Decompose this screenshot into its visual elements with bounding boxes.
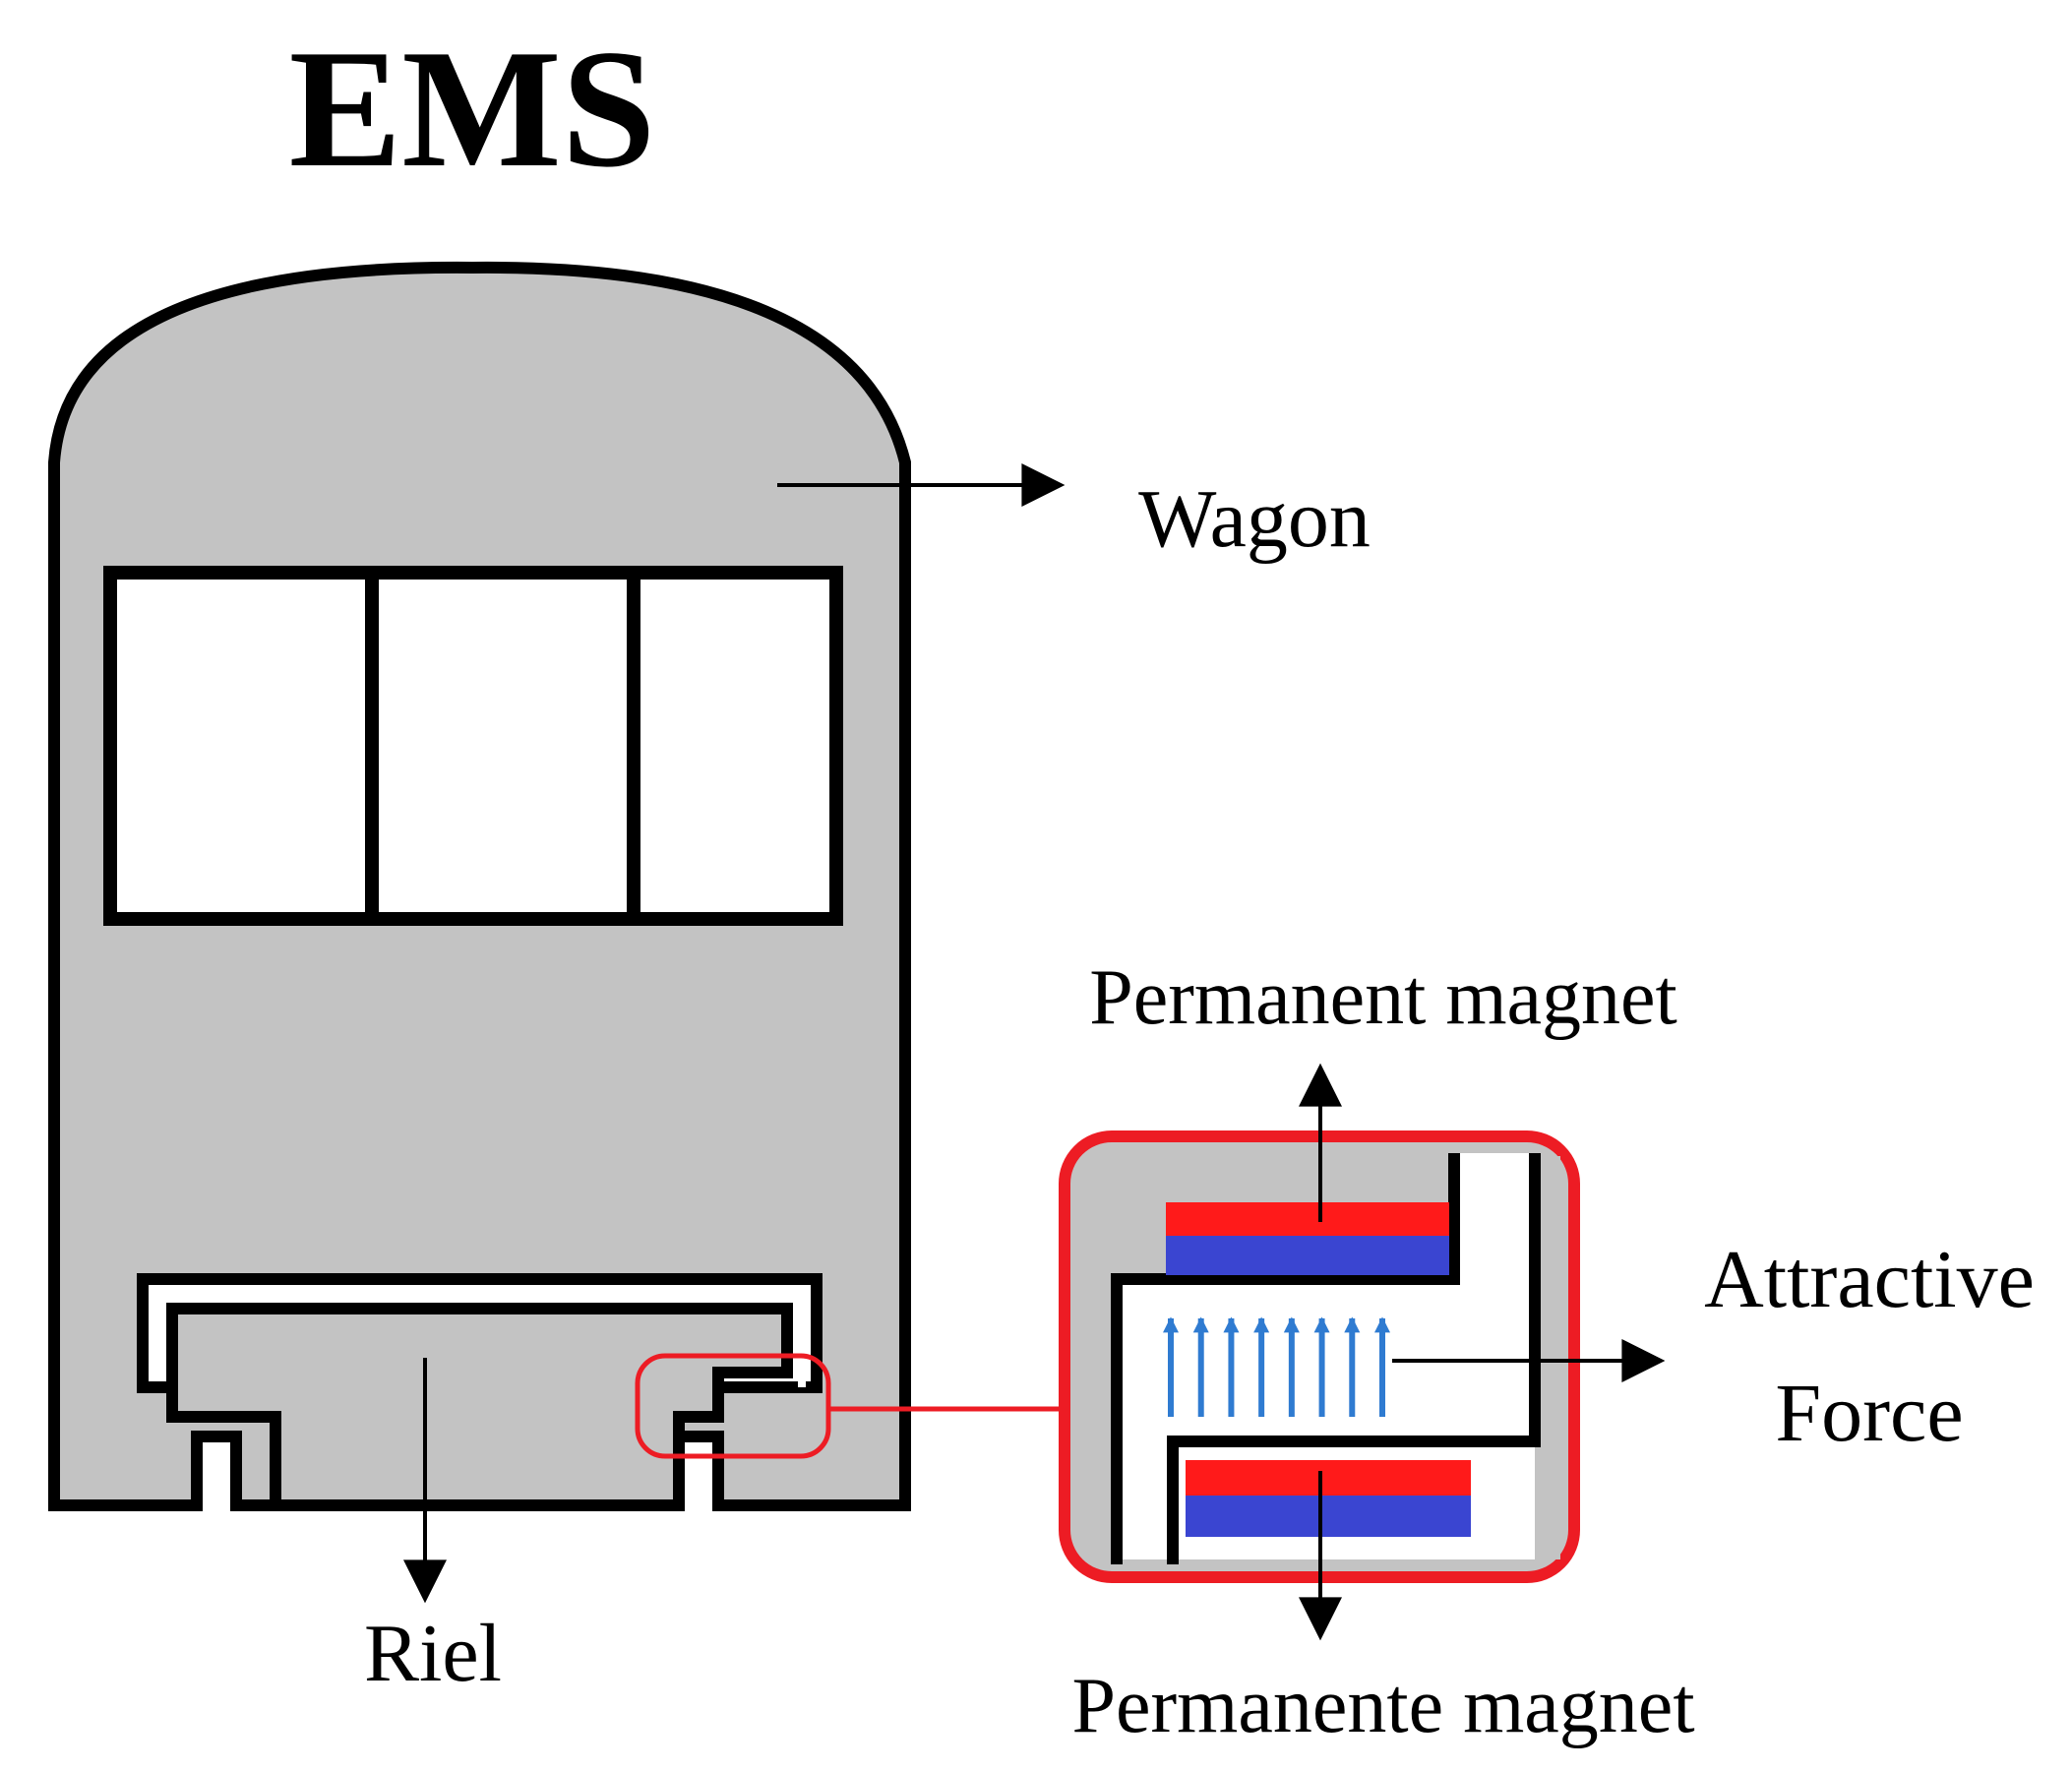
bottom-magnet-label: Permanente magnet [1071,1663,1694,1749]
magnetic-field-arrows [1163,1316,1390,1417]
wagon-window-frame [103,566,843,926]
bottom-magnet-red [1186,1460,1471,1496]
detail-outline-inner [1167,1153,1541,1564]
wagon-label: Wagon [1138,473,1371,565]
force-label-line1: Attractive [1704,1234,2035,1325]
rail [166,1303,793,1511]
detail-highlight-small [635,1353,831,1459]
bottom-magnet-blue [1186,1496,1471,1537]
diagram-title: EMS [289,16,656,203]
top-magnet-red [1166,1202,1449,1236]
detail-gap-channel [1122,1153,1535,1559]
force-label-line2: Force [1775,1368,1963,1459]
rail-label: Riel [364,1608,502,1699]
detail-outline-outer [1111,1153,1460,1564]
top-magnet-label: Permanent magnet [1089,954,1677,1041]
detail-rail-right [1541,1156,1560,1559]
top-magnet-blue [1166,1236,1449,1275]
